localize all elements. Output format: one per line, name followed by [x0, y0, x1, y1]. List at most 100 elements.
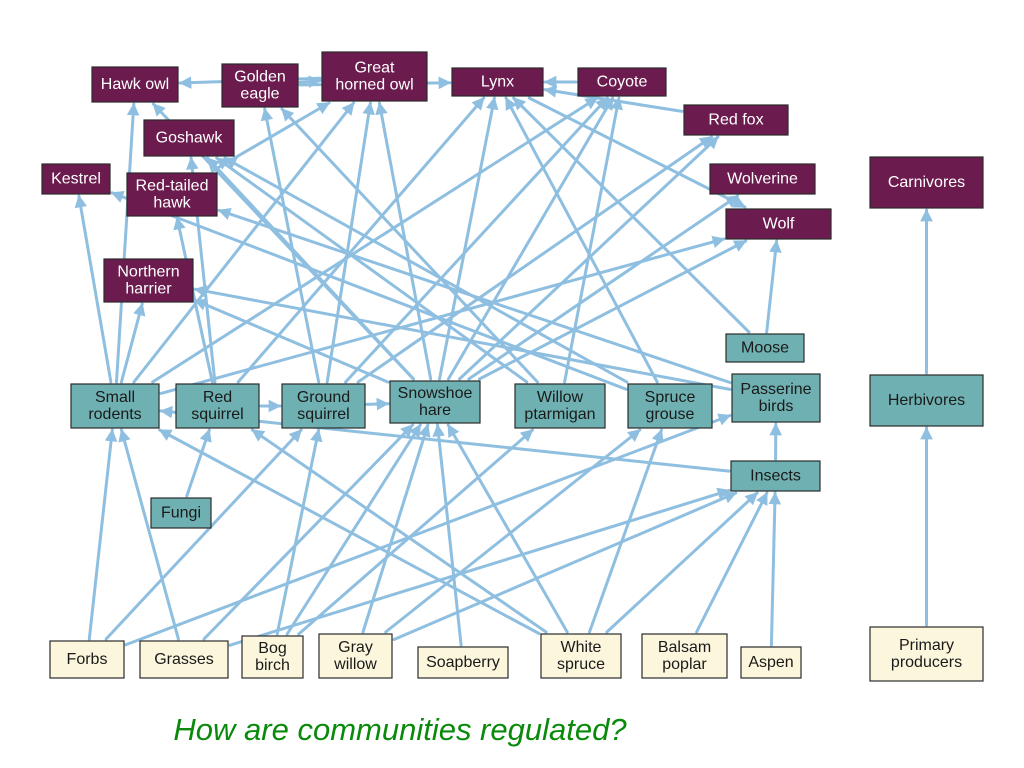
- node-box-passerine-birds: [731, 373, 821, 423]
- node-box-balsam-poplar: [641, 633, 728, 679]
- feeding-arrow-grasses-to-snowshoe-hare: [202, 423, 415, 641]
- feeding-arrow-small-rodents-to-kestrel: [74, 194, 113, 384]
- node-label-red-squirrel-line-1: Red: [203, 389, 232, 406]
- node-box-ground-squirrel: [281, 383, 366, 429]
- node-label-ground-squirrel-line-2: squirrel: [297, 406, 349, 423]
- node-label-grasses-line-1: Grasses: [154, 651, 214, 668]
- feeding-arrow-ground-squirrel-to-snowshoe-hare: [365, 397, 390, 411]
- feeding-arrow-red-tailed-hawk-to-great-horned-owl: [210, 101, 331, 173]
- node-label-small-rodents-line-2: rodents: [88, 406, 141, 423]
- node-label-small-rodents-line-1: Small: [95, 389, 135, 406]
- feeding-arrow-grasses-to-insects: [228, 487, 731, 647]
- feeding-arrow-red-fox-to-lynx: [543, 85, 684, 113]
- node-box-gray-willow: [318, 633, 393, 679]
- node-box-small-rodents: [70, 383, 160, 429]
- feeding-arrow-grasses-to-small-rodents: [118, 428, 180, 641]
- node-label-spruce-grouse-line-2: grouse: [646, 406, 695, 423]
- feeding-arrow-golden-eagle-to-great-horned-owl: [298, 75, 322, 88]
- node-label-white-spruce-line-1: White: [561, 639, 602, 656]
- node-box-bog-birch: [241, 635, 304, 679]
- node-label-hawk-owl-line-1: Hawk owl: [101, 76, 169, 93]
- node-label-willow-ptarmigan-line-2: ptarmigan: [524, 406, 595, 423]
- node-label-ground-squirrel-line-1: Ground: [297, 389, 350, 406]
- node-label-primary-producers-line-1: Primary: [899, 637, 954, 654]
- node-forbs: Forbs: [49, 640, 125, 679]
- node-label-lynx-line-1: Lynx: [481, 74, 514, 91]
- node-label-bog-birch-line-2: birch: [255, 657, 290, 674]
- node-label-snowshoe-hare-line-1: Snowshoe: [398, 385, 473, 402]
- node-label-red-tailed-hawk-line-1: Red-tailed: [136, 178, 209, 195]
- feeding-arrow-gray-willow-to-insects: [392, 491, 738, 641]
- feeding-arrow-ground-squirrel-to-red-fox: [356, 135, 713, 384]
- feeding-arrow-forbs-to-ground-squirrel: [104, 428, 303, 641]
- node-label-red-squirrel-line-2: squirrel: [191, 406, 243, 423]
- node-label-gray-willow-line-2: willow: [333, 656, 377, 673]
- node-label-northern-harrier-line-2: harrier: [125, 281, 172, 298]
- node-box-hawk-owl: [91, 66, 179, 103]
- feeding-arrow-snowshoe-hare-to-lynx: [438, 96, 499, 381]
- node-label-spruce-grouse-line-1: Spruce: [645, 389, 696, 406]
- node-box-soapberry: [417, 646, 509, 679]
- node-herbivores: Herbivores: [869, 374, 984, 427]
- feeding-arrow-willow-ptarmigan-to-coyote: [563, 96, 623, 384]
- feeding-arrow-fungi-to-red-squirrel: [185, 428, 212, 498]
- feeding-arrow-ground-squirrel-to-great-horned-owl: [325, 101, 375, 384]
- node-label-wolverine-line-1: Wolverine: [727, 171, 798, 188]
- node-box-wolf: [725, 208, 832, 240]
- feeding-arrow-willow-ptarmigan-to-goshawk: [215, 156, 529, 384]
- feeding-arrow-small-rodents-to-northern-harrier: [119, 302, 146, 384]
- node-box-herbivores: [869, 374, 984, 427]
- feeding-arrow-forbs-to-passerine-birds: [124, 413, 732, 647]
- node-box-coyote: [577, 67, 667, 97]
- node-label-herbivores-line-1: Herbivores: [888, 392, 965, 409]
- feeding-arrow-white-spruce-to-small-rodents: [158, 428, 541, 635]
- feeding-arrow-snowshoe-hare-to-northern-harrier: [193, 298, 390, 384]
- feeding-arrow-ground-squirrel-to-golden-eagle: [260, 107, 321, 384]
- node-box-northern-harrier: [103, 258, 194, 303]
- feeding-arrow-bog-birch-to-willow-ptarmigan: [297, 428, 534, 636]
- feeding-arrow-balsam-poplar-to-insects: [695, 491, 769, 634]
- node-aspen: Aspen: [740, 646, 802, 679]
- node-label-red-tailed-hawk-line-2: hawk: [153, 195, 191, 212]
- feeding-arrow-white-spruce-to-insects: [605, 491, 759, 634]
- feeding-arrow-forbs-to-small-rodents: [87, 428, 118, 641]
- node-label-willow-ptarmigan-line-1: Willow: [537, 389, 584, 406]
- node-label-moose-line-1: Moose: [741, 340, 789, 357]
- feeding-arrow-ground-squirrel-to-coyote: [344, 96, 609, 384]
- node-goshawk: Goshawk: [143, 119, 235, 157]
- node-box-red-tailed-hawk: [126, 172, 218, 217]
- node-box-snowshoe-hare: [389, 380, 481, 424]
- feeding-arrow-moose-to-lynx: [512, 96, 751, 334]
- node-coyote: Coyote: [577, 67, 667, 97]
- node-box-lynx: [451, 67, 544, 97]
- feeding-arrow-aspen-to-insects: [768, 491, 782, 647]
- node-label-goshawk-line-1: Goshawk: [156, 130, 224, 147]
- feeding-arrow-small-rodents-to-wolf: [159, 235, 726, 395]
- node-label-passerine-birds-line-2: birds: [759, 398, 794, 415]
- node-label-red-fox-line-1: Red fox: [708, 112, 763, 129]
- feeding-arrow-white-spruce-to-snowshoe-hare: [446, 423, 569, 634]
- node-label-carnivores-line-1: Carnivores: [888, 174, 965, 191]
- node-box-primary-producers: [869, 626, 984, 682]
- node-box-goshawk: [143, 119, 235, 157]
- node-label-golden-eagle-line-2: eagle: [240, 86, 279, 103]
- node-box-great-horned-owl: [321, 51, 428, 102]
- feeding-arrow-small-rodents-to-hawk-owl: [115, 102, 140, 384]
- node-box-red-squirrel: [175, 383, 260, 429]
- node-label-balsam-poplar-line-1: Balsam: [658, 639, 711, 656]
- node-label-primary-producers-line-2: producers: [891, 654, 962, 671]
- node-box-insects: [730, 460, 821, 492]
- node-box-golden-eagle: [221, 63, 299, 108]
- node-box-forbs: [49, 640, 125, 679]
